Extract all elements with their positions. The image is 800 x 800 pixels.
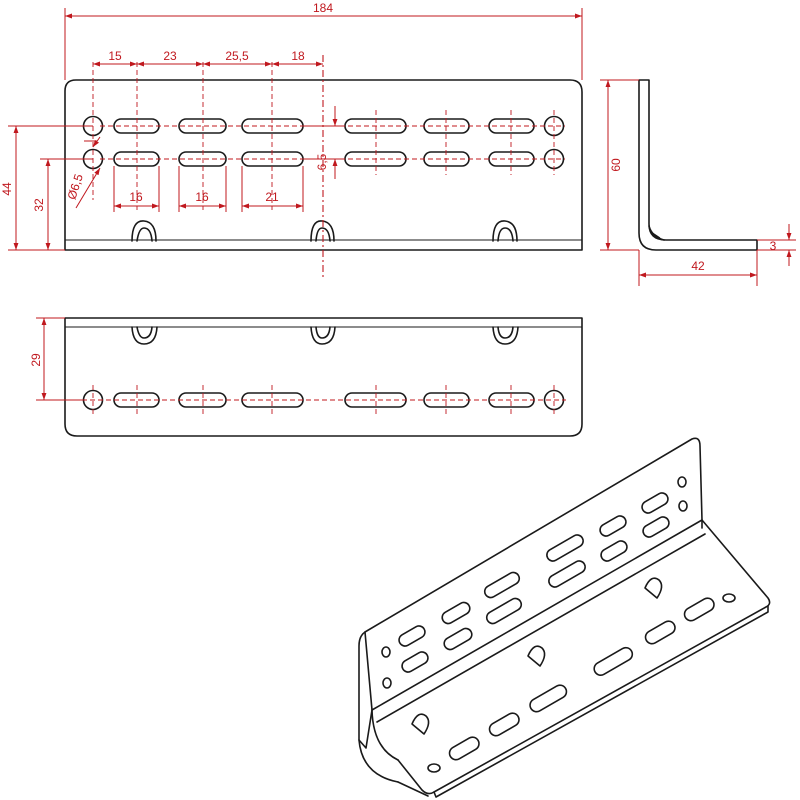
- dim-pitch-3: 25,5: [225, 49, 249, 63]
- dim-overall-length: 184: [313, 1, 333, 15]
- front-view-outline: [64, 79, 583, 251]
- iso-slot: [441, 601, 471, 625]
- iso-flange-corner: [397, 781, 429, 797]
- iso-bend-outer: [358, 739, 399, 783]
- side-view-dimensions: 60 42 3: [600, 79, 796, 286]
- dim-bottom-row-depth: 29: [29, 353, 43, 367]
- dim-flange-height: 60: [609, 158, 623, 172]
- side-view: [638, 79, 758, 251]
- iso-hole: [677, 476, 687, 488]
- iso-slot: [488, 712, 520, 737]
- iso-rib: [644, 577, 663, 599]
- iso-hole: [382, 677, 392, 689]
- iso-slot: [398, 625, 426, 647]
- iso-slot: [548, 560, 586, 588]
- stiffening-rib-inner: [315, 227, 331, 242]
- rib-section: [650, 231, 661, 239]
- iso-horizontal-flange: [397, 519, 771, 795]
- iso-slot: [401, 651, 429, 673]
- stiffening-rib-inner: [315, 326, 331, 339]
- dim-row-spacing: 6,5: [315, 153, 329, 170]
- stiffening-rib-inner: [497, 326, 514, 339]
- iso-hole: [678, 500, 688, 512]
- iso-hole: [381, 646, 391, 658]
- dim-pitch-4: 18: [291, 49, 305, 63]
- iso-slot: [546, 534, 584, 562]
- dim-pitch-2: 23: [163, 49, 177, 63]
- isometric-view: [358, 437, 771, 798]
- stiffening-rib: [492, 326, 519, 345]
- stiffening-rib: [492, 220, 518, 242]
- iso-flange-thickness: [433, 605, 769, 798]
- dim-thickness: 3: [770, 239, 777, 253]
- slot: [488, 392, 535, 408]
- iso-slot: [448, 736, 480, 761]
- dim-lower-row-height: 32: [32, 198, 46, 212]
- iso-slot: [644, 620, 676, 645]
- iso-vertical-flange: [364, 437, 703, 711]
- iso-slot: [683, 597, 715, 622]
- iso-slot: [600, 540, 628, 562]
- stiffening-rib-inner: [136, 326, 153, 339]
- iso-slot: [599, 515, 627, 537]
- iso-slot: [641, 492, 669, 514]
- iso-slot: [485, 597, 523, 625]
- iso-rib: [527, 645, 546, 667]
- iso-hole: [427, 763, 441, 773]
- stiffening-rib: [310, 220, 335, 242]
- slot: [113, 392, 160, 408]
- dim-flange-width: 42: [691, 259, 705, 273]
- top-view: [64, 317, 583, 437]
- iso-rib: [411, 713, 430, 735]
- stiffening-rib-inner: [136, 227, 153, 242]
- stiffening-rib: [131, 326, 158, 345]
- iso-flange-edge: [358, 631, 373, 749]
- bend-radius: [648, 225, 665, 241]
- iso-slot: [443, 627, 473, 651]
- top-view-dimensions: 29: [29, 317, 84, 401]
- dim-pitch-1: 15: [108, 49, 122, 63]
- slot: [178, 151, 227, 167]
- dim-slot-length-1: 16: [129, 190, 143, 204]
- dim-slot-length-3: 21: [265, 190, 279, 204]
- dim-slot-length-2: 16: [195, 190, 209, 204]
- dim-upper-row-height: 44: [0, 182, 14, 196]
- front-view-dimensions: 184 15 23 25,5 18 16 16 21 6,5 Ø6,5: [0, 1, 583, 251]
- iso-slot: [642, 516, 670, 538]
- stiffening-rib: [131, 220, 157, 242]
- iso-hole: [722, 593, 736, 603]
- iso-slot: [483, 571, 521, 599]
- iso-slot: [529, 684, 568, 713]
- stiffening-rib: [310, 326, 336, 345]
- iso-bend-line: [376, 533, 706, 723]
- slot: [178, 118, 227, 134]
- iso-slot: [593, 646, 634, 676]
- l-profile: [638, 79, 758, 251]
- top-view-outline: [64, 317, 583, 437]
- stiffening-rib-inner: [497, 227, 514, 242]
- iso-bend-inner: [371, 709, 399, 761]
